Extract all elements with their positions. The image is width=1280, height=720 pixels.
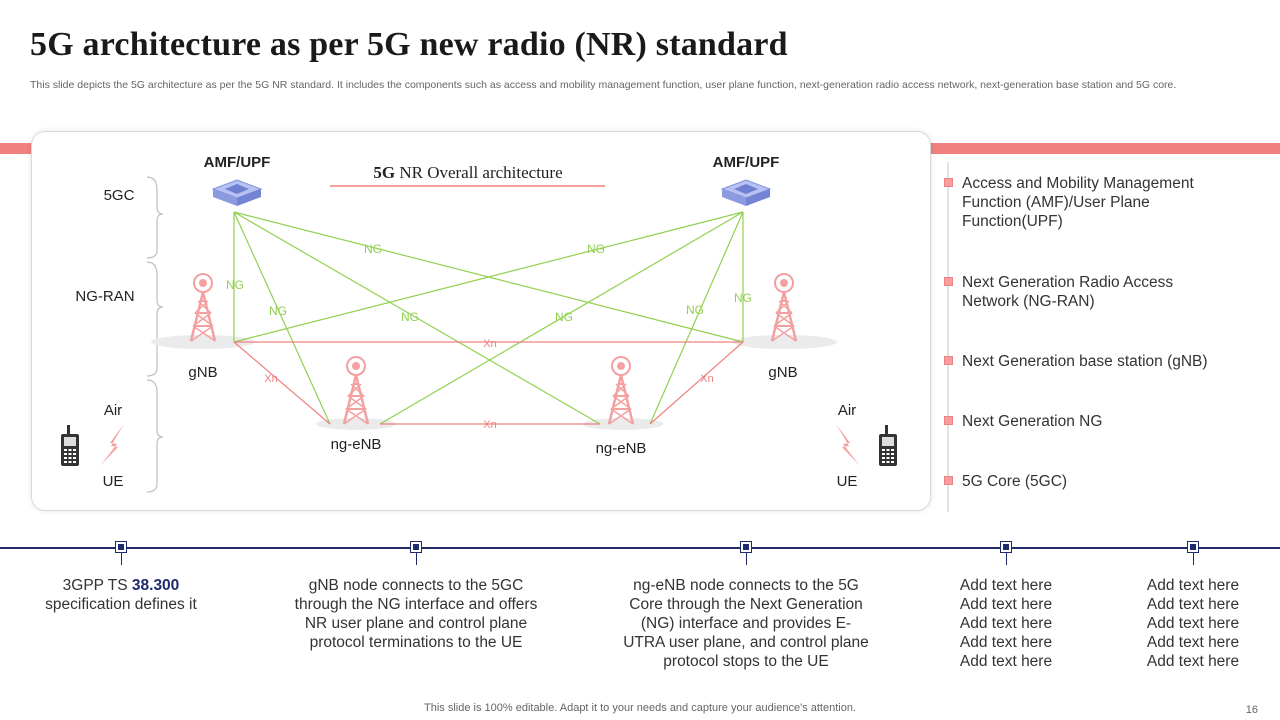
timeline-node-stem bbox=[1192, 553, 1194, 565]
ng-link bbox=[649, 211, 744, 425]
brace-ngran bbox=[146, 261, 164, 377]
timeline-text-3: ng-eNB node connects to the 5G Core thro… bbox=[623, 577, 869, 670]
xn-label: Xn bbox=[483, 338, 496, 350]
amf-upf-right-icon bbox=[721, 179, 771, 207]
ng-label: NG bbox=[401, 310, 419, 324]
timeline-node bbox=[740, 541, 752, 553]
timeline-text-4: Add text here Add text here Add text her… bbox=[959, 577, 1053, 670]
xn-link bbox=[649, 341, 744, 425]
legend-item-gnb: Next Generation base station (gNB) bbox=[944, 352, 1232, 371]
tier-label-ue: UE bbox=[103, 473, 124, 490]
legend-item-ng: Next Generation NG bbox=[944, 412, 1232, 431]
air-right-lightning-icon bbox=[836, 424, 860, 466]
amf-upf-right-label: AMF/UPF bbox=[713, 154, 780, 171]
page-number: 16 bbox=[1245, 704, 1258, 716]
brace-air-ue bbox=[146, 379, 164, 493]
legend-item-ng-ran: Next Generation Radio Access Network (NG… bbox=[944, 273, 1232, 311]
timeline-node bbox=[1187, 541, 1199, 553]
timeline-line bbox=[0, 547, 1280, 549]
accent-bar-right bbox=[928, 143, 1280, 154]
timeline-text-1: 3GPP TS 38.300 specification defines it bbox=[45, 577, 197, 613]
diagram-heading: 5G NR Overall architecture bbox=[373, 163, 562, 182]
legend-marker bbox=[944, 277, 953, 286]
ng-link bbox=[233, 211, 601, 425]
legend-marker bbox=[944, 476, 953, 485]
gnb-right-shadow bbox=[733, 335, 837, 349]
slide-subtitle: This slide depicts the 5G architecture a… bbox=[30, 79, 1177, 91]
timeline-node-stem bbox=[120, 553, 122, 565]
ng-link bbox=[233, 211, 331, 425]
ue-right-label: UE bbox=[837, 473, 858, 490]
ng-label: NG bbox=[734, 291, 752, 305]
ng-label: NG bbox=[686, 303, 704, 317]
legend-marker bbox=[944, 178, 953, 187]
xn-label: Xn bbox=[700, 373, 713, 385]
timeline-node bbox=[115, 541, 127, 553]
xn-link bbox=[233, 341, 331, 425]
ng-label: NG bbox=[226, 278, 244, 292]
ng-link bbox=[379, 211, 744, 425]
timeline-node-stem bbox=[745, 553, 747, 565]
xn-label: Xn bbox=[483, 419, 496, 431]
gnb-left-shadow bbox=[151, 335, 255, 349]
slide-title: 5G architecture as per 5G new radio (NR)… bbox=[30, 26, 788, 63]
ngenb-left-tower-icon bbox=[342, 355, 370, 426]
tier-label-5gc: 5GC bbox=[104, 187, 135, 204]
legend-text: Next Generation NG bbox=[962, 413, 1103, 430]
gnb-left-label: gNB bbox=[188, 364, 217, 381]
air-left-lightning-icon bbox=[100, 424, 124, 466]
amf-upf-left-label: AMF/UPF bbox=[204, 154, 271, 171]
tier-label-ngran: NG-RAN bbox=[75, 288, 134, 305]
brace-5gc bbox=[146, 176, 164, 259]
ngenb-right-label: ng-eNB bbox=[596, 440, 647, 457]
ngenb-right-tower-icon bbox=[607, 355, 635, 426]
ng-label: NG bbox=[555, 310, 573, 324]
legend-text: Next Generation base station (gNB) bbox=[962, 353, 1208, 370]
ngenb-right-shadow bbox=[583, 418, 663, 430]
legend-text: Next Generation Radio Access Network (NG… bbox=[962, 274, 1174, 310]
timeline-node bbox=[1000, 541, 1012, 553]
legend-text: 5G Core (5GC) bbox=[962, 473, 1068, 490]
tier-label-air: Air bbox=[104, 402, 122, 419]
amf-upf-left-icon bbox=[212, 179, 262, 207]
gnb-right-tower-icon bbox=[770, 272, 798, 343]
timeline-node bbox=[410, 541, 422, 553]
ng-label: NG bbox=[269, 304, 287, 318]
timeline-node-stem bbox=[1005, 553, 1007, 565]
legend-marker bbox=[944, 356, 953, 365]
timeline-node-stem bbox=[415, 553, 417, 565]
ng-link bbox=[233, 211, 744, 343]
legend-rail bbox=[947, 162, 949, 512]
ng-label: NG bbox=[587, 242, 605, 256]
gnb-right-label: gNB bbox=[768, 364, 797, 381]
ue-right-phone-icon bbox=[879, 425, 897, 466]
legend-text: Access and Mobility Management Function … bbox=[962, 175, 1194, 230]
legend-marker bbox=[944, 416, 953, 425]
ue-left-phone-icon bbox=[61, 425, 79, 466]
xn-label: Xn bbox=[264, 373, 277, 385]
accent-bar-left bbox=[0, 143, 34, 154]
ng-label: NG bbox=[364, 242, 382, 256]
gnb-left-tower-icon bbox=[189, 272, 217, 343]
legend-item-amf-upf: Access and Mobility Management Function … bbox=[944, 174, 1232, 231]
footer-note: This slide is 100% editable. Adapt it to… bbox=[424, 702, 856, 714]
timeline-text-2: gNB node connects to the 5GC through the… bbox=[294, 577, 538, 651]
legend-item-5gc: 5G Core (5GC) bbox=[944, 472, 1232, 491]
ngenb-left-label: ng-eNB bbox=[331, 436, 382, 453]
timeline-text-5: Add text here Add text here Add text her… bbox=[1146, 577, 1240, 670]
air-right-label: Air bbox=[838, 402, 856, 419]
ngenb-left-shadow bbox=[316, 418, 396, 430]
